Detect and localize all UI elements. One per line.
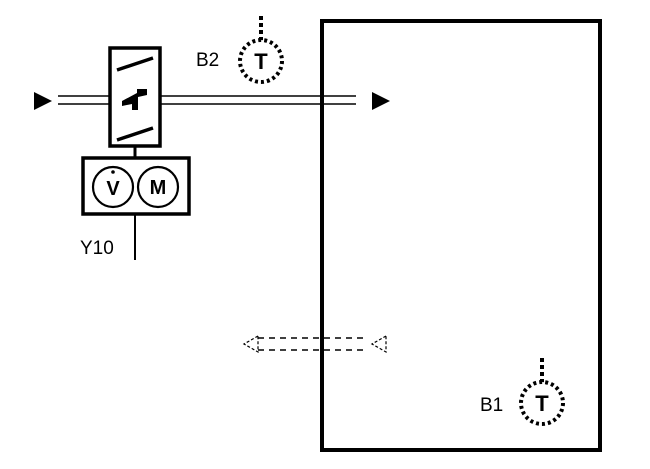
- return-pipe: [258, 337, 366, 351]
- temperature-sensor-icon: T: [519, 358, 565, 426]
- sensor-b1-label: B1: [480, 395, 503, 416]
- storage-tank: [320, 19, 602, 452]
- valve-icon: [108, 46, 162, 148]
- motor-icon: M: [136, 165, 180, 209]
- sensor-b2-label: B2: [196, 50, 219, 71]
- supply-pipe: [58, 95, 356, 105]
- arrow-left-icon: [370, 334, 387, 354]
- sensor-b1-symbol: T: [535, 391, 549, 416]
- arrow-right-icon: [34, 92, 52, 110]
- arrow-left-icon: [242, 334, 259, 354]
- flow-symbol: V: [106, 178, 120, 200]
- temperature-sensor-icon: T: [238, 16, 284, 84]
- flow-icon: V: [91, 165, 135, 209]
- arrow-right-icon: [372, 92, 390, 110]
- motor-symbol: M: [150, 177, 167, 199]
- actuator-label: Y10: [80, 238, 114, 259]
- sensor-b2-symbol: T: [254, 49, 268, 74]
